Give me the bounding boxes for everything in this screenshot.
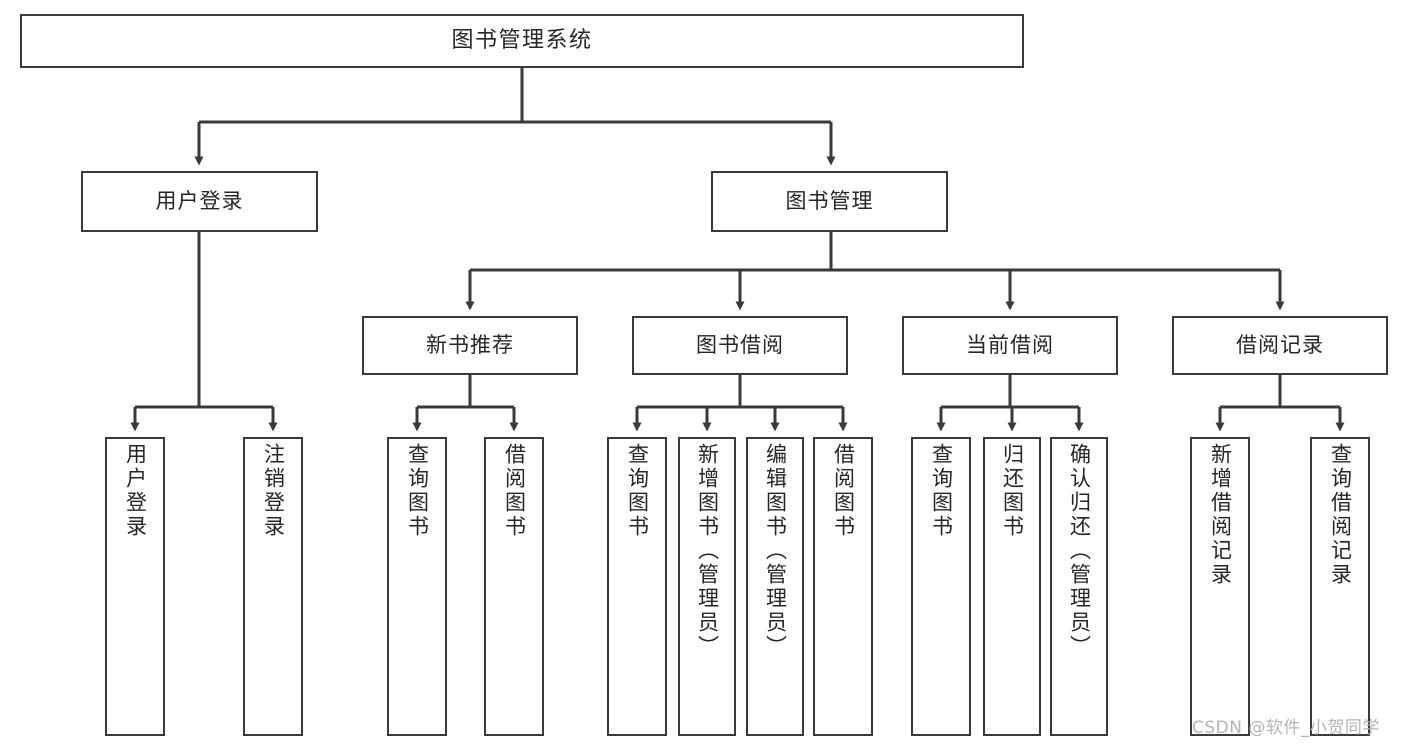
node-label: 查询图书 [625,443,650,539]
node-leaf-cur-confirm[interactable]: 确认归还（管理员） [1050,437,1108,736]
node-leaf-borrow-edit[interactable]: 编辑图书（管理员） [746,437,804,736]
node-leaf-borrow-add[interactable]: 新增图书（管理员） [678,437,736,736]
node-label: 新增借阅记录 [1208,443,1233,587]
node-leaf-record-add[interactable]: 新增借阅记录 [1190,437,1250,736]
node-label: 借阅图书 [831,443,856,539]
node-leaf-record-query[interactable]: 查询借阅记录 [1310,437,1370,736]
node-label: 确认归还（管理员） [1067,443,1092,659]
node-label: 借阅记录 [1236,333,1324,358]
node-label: 查询图书 [405,443,430,539]
node-leaf-cur-query[interactable]: 查询图书 [911,437,971,736]
node-label: 新书推荐 [426,333,514,358]
node-new-book-rec[interactable]: 新书推荐 [362,316,578,375]
csdn-watermark: CSDN @软件_小贺同学 [1192,718,1380,738]
node-leaf-rec-borrow[interactable]: 借阅图书 [484,437,544,736]
node-label: 新增图书（管理员） [695,443,720,659]
node-label: 当前借阅 [966,333,1054,358]
node-user-login[interactable]: 用户登录 [81,171,318,232]
node-label: 借阅图书 [502,443,527,539]
node-label: 图书管理 [785,189,874,214]
node-label: 归还图书 [1000,443,1025,539]
node-root-system[interactable]: 图书管理系统 [20,14,1024,68]
node-label: 图书管理系统 [451,28,593,54]
node-current-borrow[interactable]: 当前借阅 [902,316,1118,375]
node-leaf-rec-query[interactable]: 查询图书 [387,437,447,736]
node-leaf-cur-return[interactable]: 归还图书 [983,437,1041,736]
node-book-manage[interactable]: 图书管理 [711,171,948,232]
node-label: 查询图书 [929,443,954,539]
node-label: 查询借阅记录 [1328,443,1353,587]
node-book-borrow[interactable]: 图书借阅 [632,316,848,375]
node-leaf-user-login[interactable]: 用户登录 [105,437,165,736]
node-label: 用户登录 [155,189,244,214]
node-leaf-borrow-query[interactable]: 查询图书 [607,437,667,736]
node-label: 用户登录 [123,443,148,539]
node-borrow-record[interactable]: 借阅记录 [1172,316,1388,375]
node-label: 注销登录 [261,443,286,539]
node-leaf-user-logout[interactable]: 注销登录 [243,437,303,736]
node-label: 图书借阅 [696,333,784,358]
node-label: 编辑图书（管理员） [763,443,788,659]
node-leaf-borrow-lend[interactable]: 借阅图书 [813,437,873,736]
